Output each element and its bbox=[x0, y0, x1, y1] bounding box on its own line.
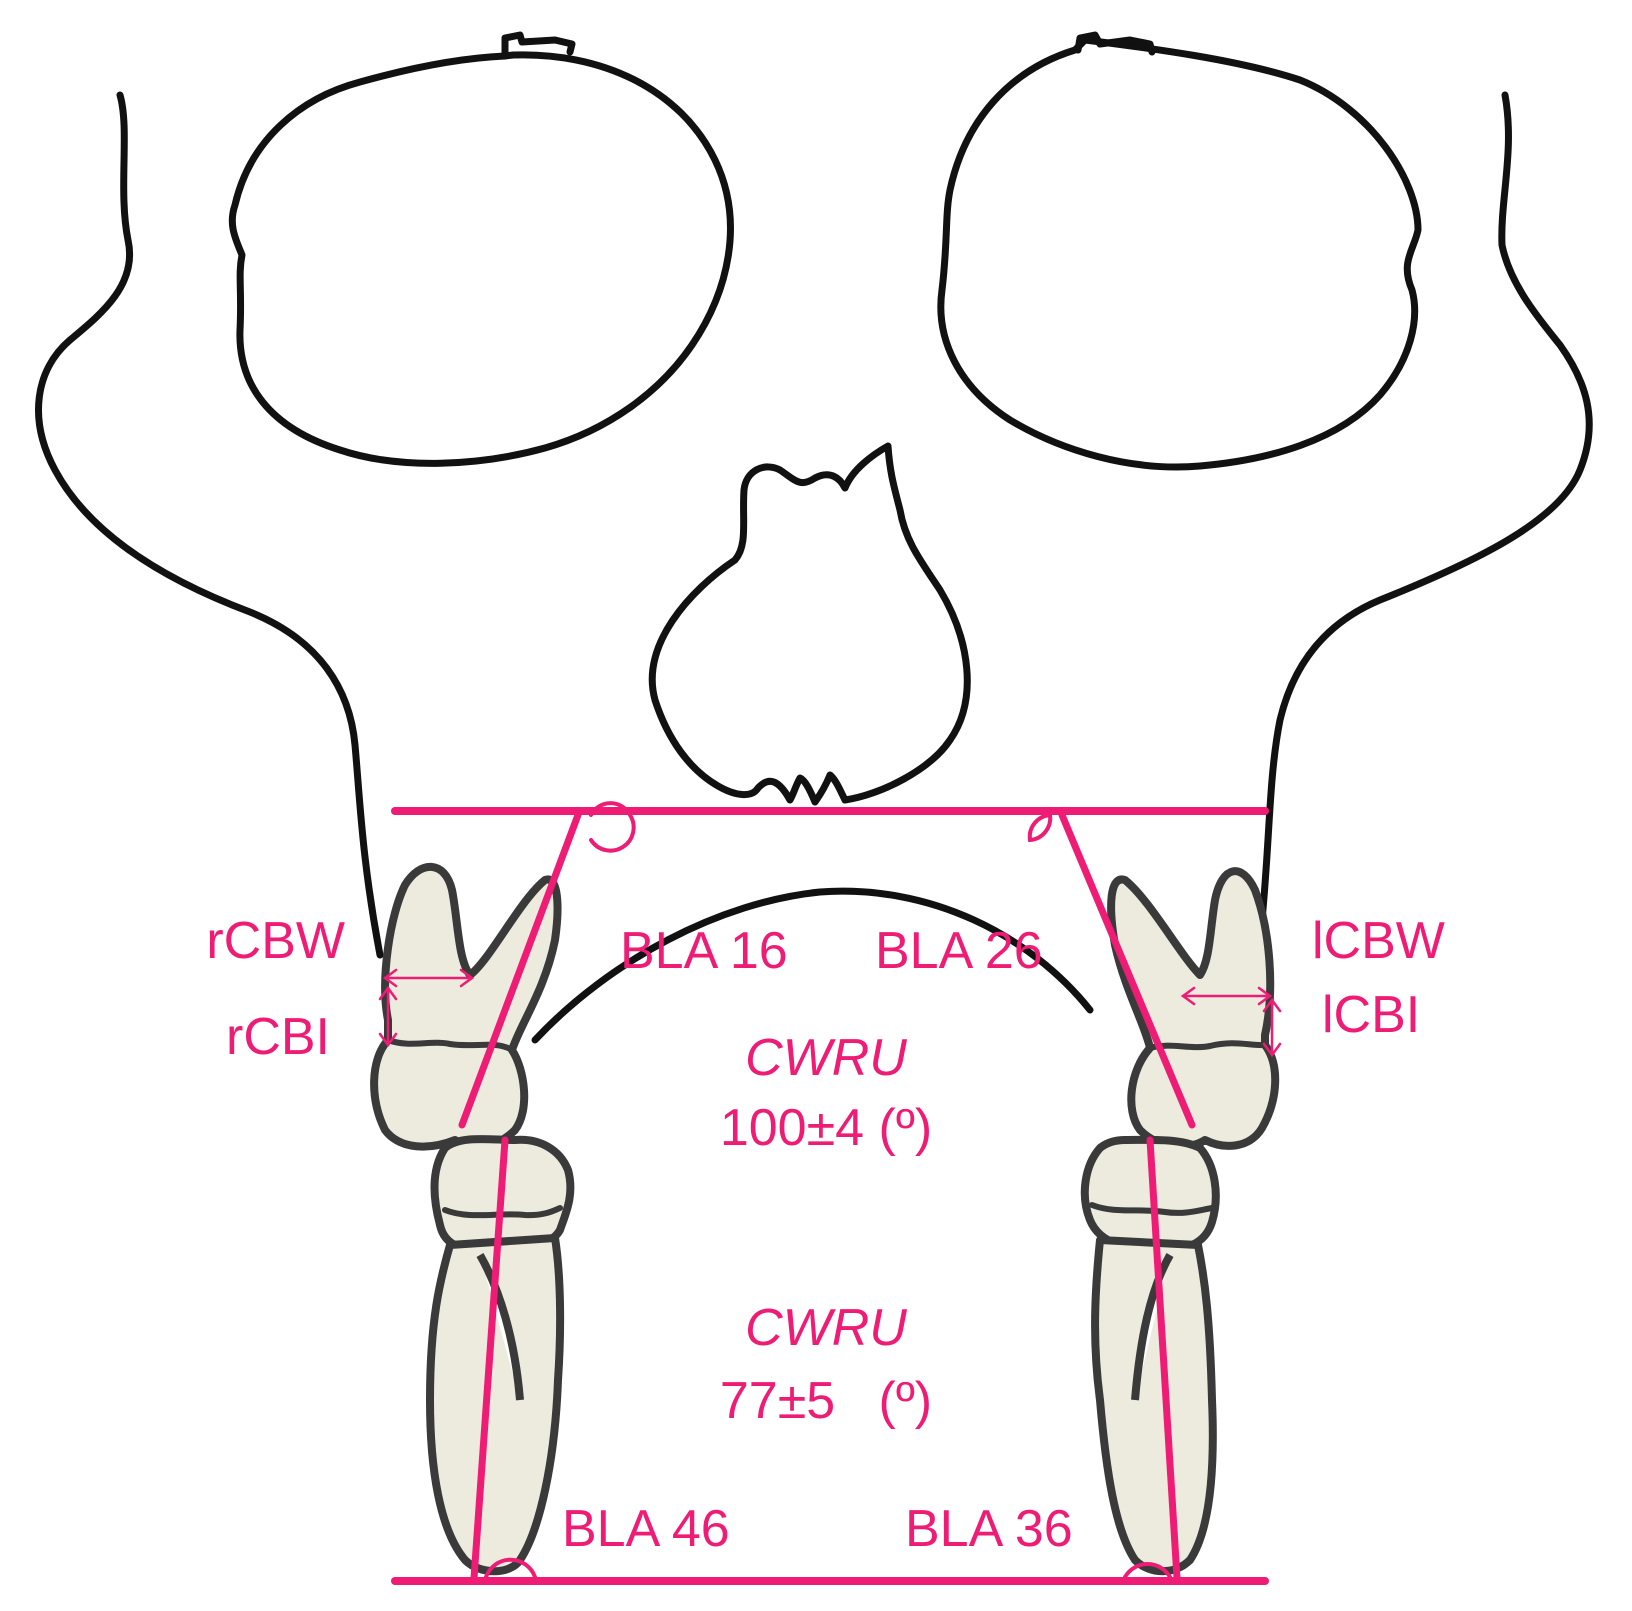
label-bla-26: BLA 26 bbox=[875, 922, 1043, 980]
rcbw-arrowhead-right bbox=[459, 968, 475, 988]
mandibular-norm-name: CWRU bbox=[745, 1299, 907, 1357]
molar-axes bbox=[458, 811, 1196, 1582]
reference-lines bbox=[391, 807, 1269, 1585]
bone-measurements bbox=[378, 968, 1282, 1058]
skull-outline bbox=[35, 31, 1593, 1044]
bla-46-axis bbox=[470, 1136, 509, 1582]
right-orbit-notch bbox=[501, 31, 576, 60]
right-skull-contour bbox=[35, 91, 384, 959]
label-bla-46: BLA 46 bbox=[562, 1500, 730, 1558]
left-orbit bbox=[937, 36, 1422, 471]
angle-arc-36 bbox=[1123, 1562, 1172, 1579]
angle-arc-16 bbox=[589, 801, 636, 853]
bla-36-axis bbox=[1146, 1136, 1181, 1582]
left-teeth bbox=[1080, 867, 1280, 1576]
upper-left-molar-cej bbox=[1147, 1040, 1268, 1051]
palate-arch bbox=[531, 887, 1094, 1044]
label-rcbi: rCBI bbox=[226, 1008, 330, 1066]
angle-arc-26 bbox=[1027, 813, 1053, 843]
upper-left-molar bbox=[1107, 867, 1280, 1151]
right-teeth bbox=[370, 862, 575, 1576]
mandibular-norm-value: 77±5 (º) bbox=[720, 1372, 932, 1430]
labels: rCBW rCBI lCBW lCBI BLA 16 BLA 26 CWRU 1… bbox=[206, 912, 1445, 1558]
lower-left-molar-cej bbox=[1089, 1202, 1215, 1216]
rcbi-arrowhead-bottom bbox=[378, 1032, 398, 1048]
label-bla-36: BLA 36 bbox=[905, 1500, 1073, 1558]
bla-16-axis bbox=[458, 811, 582, 1129]
maxillary-norm-name: CWRU bbox=[745, 1029, 907, 1087]
bla-26-axis bbox=[1058, 811, 1196, 1129]
nasal-aperture bbox=[648, 442, 971, 806]
lower-right-molar-root bbox=[426, 1234, 565, 1576]
label-rcbw: rCBW bbox=[206, 912, 345, 970]
lcbw-arrowhead-right bbox=[1257, 986, 1273, 1006]
label-bla-16: BLA 16 bbox=[620, 922, 788, 980]
label-lcbw: lCBW bbox=[1312, 912, 1445, 970]
lcbw-arrowhead-left bbox=[1180, 986, 1196, 1006]
rcbi-arrowhead-top bbox=[378, 985, 398, 1001]
upper-right-molar bbox=[370, 862, 562, 1151]
lower-right-root-outline bbox=[476, 1253, 524, 1401]
left-orbit-notch bbox=[1074, 31, 1156, 56]
label-lcbi: lCBI bbox=[1322, 986, 1420, 1044]
lcbi-arrowhead-bottom bbox=[1262, 1042, 1282, 1058]
lcbi-arrowhead-top bbox=[1262, 997, 1282, 1013]
rcbw-arrowhead-left bbox=[382, 968, 398, 988]
lower-right-molar-cej bbox=[442, 1205, 563, 1219]
maxillary-norm-value: 100±4 (º) bbox=[720, 1099, 932, 1157]
angle-arc-46 bbox=[484, 1557, 537, 1579]
left-skull-contour bbox=[1256, 91, 1593, 944]
right-orbit bbox=[228, 51, 734, 467]
upper-right-molar-cej bbox=[385, 1037, 515, 1053]
angle-arcs bbox=[484, 801, 1172, 1579]
